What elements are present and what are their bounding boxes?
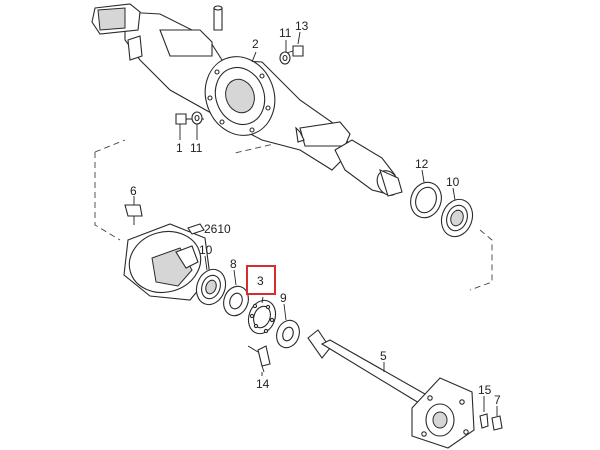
axle-shaft-5 [307,329,475,449]
callout-6: 6 [130,184,137,198]
callout-5: 5 [380,349,387,363]
brake-drum [123,223,211,301]
callout-14: 14 [256,377,270,391]
callout-2: 2 [252,37,259,51]
bearing-10-lower [195,268,227,306]
ring-9 [276,319,300,349]
dashed-frame [94,137,493,291]
note-2610-icon [187,223,205,235]
callout-11-top: 11 [279,26,292,40]
stud-14 [247,345,271,373]
callout-10-upper: 10 [446,175,460,189]
callout-2610: 2610 [204,222,231,236]
leader-lines [133,31,498,416]
callout-15: 15 [478,383,492,397]
spacer-8 [223,285,249,317]
bearing-10-upper [440,198,474,238]
highlight-box [246,265,276,295]
bearing-3[interactable] [244,297,280,338]
bolt-15 [479,413,489,429]
callout-12: 12 [415,157,429,171]
callout-3[interactable]: 3 [257,274,264,288]
callout-8: 8 [230,257,237,271]
callout-10-lower: 10 [199,243,213,257]
callout-1: 1 [176,141,183,155]
bolt-7 [491,415,503,431]
callout-9: 9 [280,291,287,305]
callout-11-left: 11 [190,141,203,155]
oil-seal-12 [410,181,442,219]
bolt-6 [124,204,143,225]
axle-housing [91,3,403,197]
callout-13: 13 [295,19,309,33]
callout-7: 7 [494,393,501,407]
